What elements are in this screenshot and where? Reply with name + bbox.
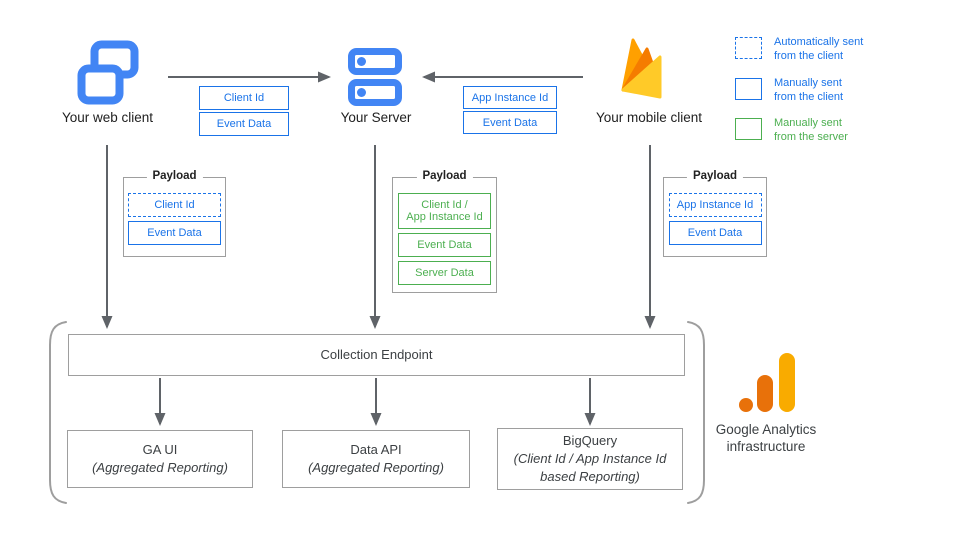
legend-swatch-dashed-blue-icon	[735, 37, 762, 59]
ga-infrastructure-caption: Google Analytics infrastructure	[715, 422, 817, 454]
payload-title: Payload	[416, 170, 473, 182]
payload-mobile: Payload App Instance Id Event Data	[663, 170, 767, 257]
bracket-left	[49, 321, 67, 504]
bracket-right	[687, 321, 705, 504]
legend-swatch-solid-blue-icon	[735, 78, 762, 100]
flow-label-event-data-web: Event Data	[199, 112, 289, 136]
mobile-client-label: Your mobile client	[595, 110, 703, 125]
server-icon	[348, 48, 402, 106]
payload-item-event-data: Event Data	[128, 221, 221, 245]
collection-endpoint-label: Collection Endpoint	[320, 347, 433, 362]
payload-title: Payload	[686, 170, 744, 182]
legend-item-manual-client: Manually sent from the client	[735, 77, 935, 104]
data-api-subtitle: (Aggregated Reporting)	[308, 460, 444, 475]
payload-item-event-data: Event Data	[398, 233, 491, 257]
legend-item-auto-client: Automatically sent from the client	[735, 36, 935, 63]
bigquery-subtitle: (Client Id / App Instance Id based Repor…	[513, 451, 667, 484]
payload-item-server-data: Server Data	[398, 261, 491, 285]
payload-item-client-or-app-id: Client Id / App Instance Id	[398, 193, 491, 229]
server-label: Your Server	[340, 110, 412, 125]
ga-ui-subtitle: (Aggregated Reporting)	[92, 460, 228, 475]
payload-title: Payload	[146, 170, 203, 182]
payload-server: Payload Client Id / App Instance Id Even…	[392, 170, 497, 293]
ga-ui-box: GA UI (Aggregated Reporting)	[67, 430, 253, 488]
payload-web: Payload Client Id Event Data	[123, 170, 226, 257]
web-client-label: Your web client	[61, 110, 154, 125]
payload-item-event-data: Event Data	[668, 221, 762, 245]
web-client-icon	[77, 40, 139, 105]
legend-item-manual-server: Manually sent from the server	[735, 117, 935, 144]
flow-label-event-data-mobile: Event Data	[463, 111, 557, 134]
payload-item-app-instance-id: App Instance Id	[668, 193, 762, 217]
collection-endpoint-box: Collection Endpoint	[68, 334, 685, 376]
bigquery-title: BigQuery	[562, 433, 618, 448]
legend-swatch-solid-green-icon	[735, 118, 762, 140]
flow-label-app-instance-id: App Instance Id	[463, 86, 557, 109]
bigquery-box: BigQuery (Client Id / App Instance Id ba…	[497, 428, 683, 490]
flow-label-client-id: Client Id	[199, 86, 289, 110]
google-analytics-icon	[739, 353, 795, 412]
payload-item-client-id: Client Id	[128, 193, 221, 217]
legend-label: Manually sent from the client	[774, 77, 844, 103]
firebase-icon	[621, 38, 662, 99]
data-api-title: Data API	[350, 442, 402, 457]
legend-label: Automatically sent from the client	[774, 36, 864, 62]
legend-label: Manually sent from the server	[774, 117, 848, 143]
data-api-box: Data API (Aggregated Reporting)	[282, 430, 470, 488]
ga-ui-title: GA UI	[142, 442, 178, 457]
